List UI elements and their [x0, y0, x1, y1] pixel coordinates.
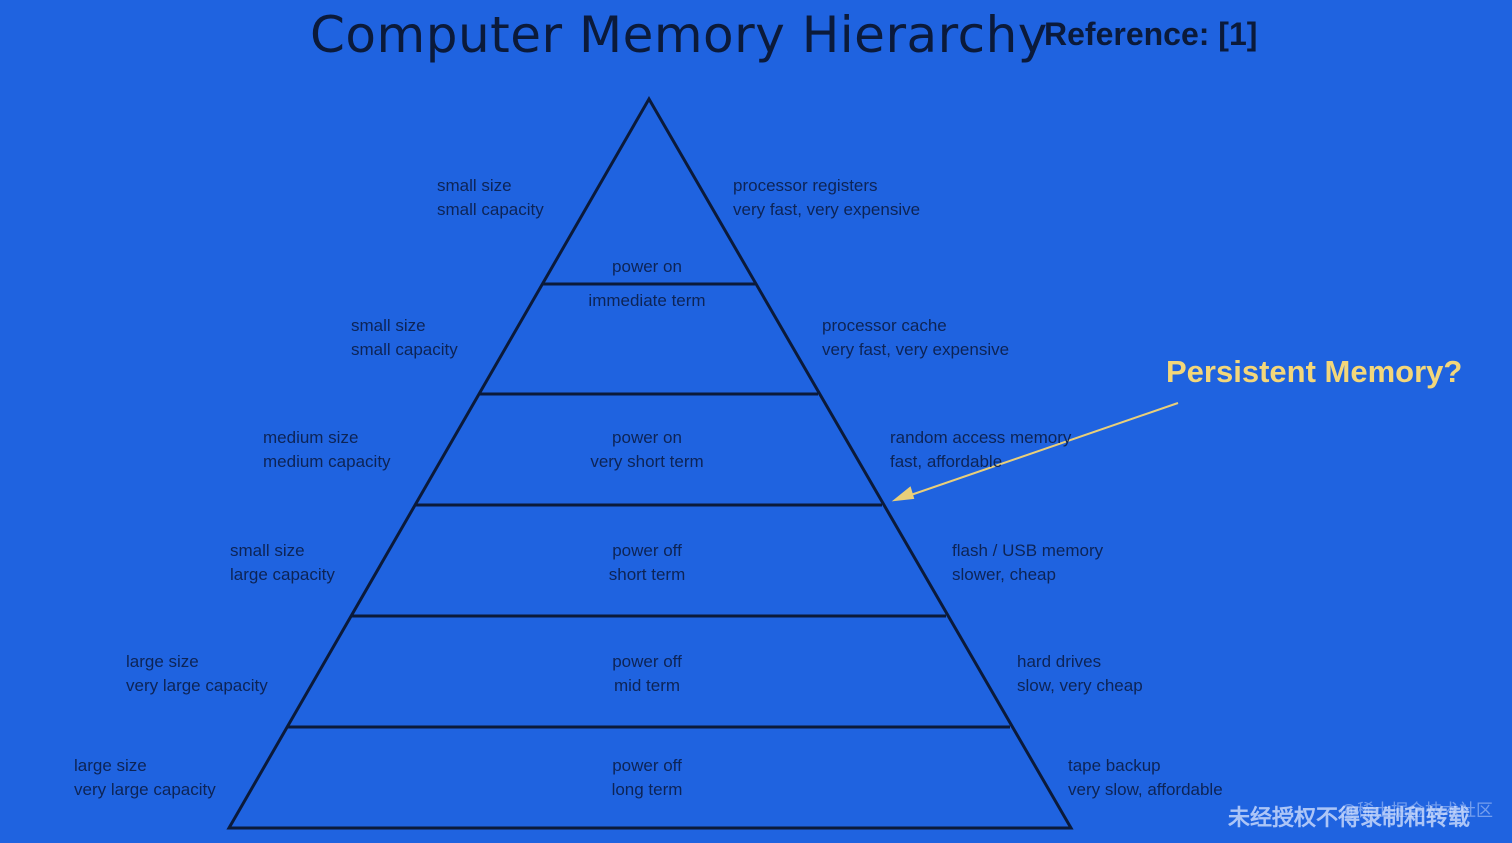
level-4-left-label: small size large capacity [230, 539, 335, 587]
level-4-center-label: power off short term [537, 539, 757, 587]
level-3-right-label: random access memory fast, affordable [890, 426, 1071, 474]
level-2-center-label: immediate term [537, 289, 757, 313]
level-1-center-label: power on [537, 255, 757, 279]
level-3-power: power on [612, 428, 682, 447]
level-4-size: small size [230, 541, 305, 560]
level-4-capacity: large capacity [230, 565, 335, 584]
level-3-type: random access memory [890, 428, 1072, 447]
level-4-right-label: flash / USB memory slower, cheap [952, 539, 1103, 587]
level-5-center-label: power off mid term [537, 650, 757, 698]
level-5-right-label: hard drives slow, very cheap [1017, 650, 1143, 698]
level-1-power: power on [612, 257, 682, 276]
callout-arrow [891, 402, 1179, 502]
level-1-type: processor registers [733, 176, 878, 195]
level-2-left-label: small size small capacity [351, 314, 458, 362]
level-5-size: large size [126, 652, 199, 671]
level-2-right-label: processor cache very fast, very expensiv… [822, 314, 1009, 362]
level-5-capacity: very large capacity [126, 676, 268, 695]
level-6-speed-cost: very slow, affordable [1068, 780, 1223, 799]
reference-note: Reference: [1] [1044, 16, 1258, 52]
level-6-term: long term [611, 780, 683, 799]
level-6-left-label: large size very large capacity [74, 754, 216, 802]
level-5-type: hard drives [1017, 652, 1102, 671]
level-2-capacity: small capacity [351, 340, 458, 359]
level-3-left-label: medium size medium capacity [263, 426, 391, 474]
persistent-memory-callout: Persistent Memory? [1166, 354, 1463, 389]
level-1-capacity: small capacity [437, 200, 544, 219]
watermark-source: @稀土掘金技术社区 [1340, 801, 1493, 821]
level-6-capacity: very large capacity [74, 780, 216, 799]
level-6-center-label: power off long term [537, 754, 757, 802]
level-3-center-label: power on very short term [537, 426, 757, 474]
level-4-speed-cost: slower, cheap [952, 565, 1056, 584]
level-1-right-label: processor registers very fast, very expe… [733, 174, 920, 222]
level-2-term: immediate term [588, 291, 706, 310]
level-2-type: processor cache [822, 316, 947, 335]
level-5-term: mid term [613, 676, 681, 695]
level-4-power: power off [612, 541, 682, 560]
level-6-size: large size [74, 756, 147, 775]
level-6-type: tape backup [1068, 756, 1161, 775]
level-5-power: power off [612, 652, 682, 671]
level-3-term: very short term [590, 452, 704, 471]
level-2-speed-cost: very fast, very expensive [822, 340, 1010, 359]
pyramid-outline [226, 96, 1074, 830]
level-6-right-label: tape backup very slow, affordable [1068, 754, 1223, 802]
level-4-term: short term [608, 565, 686, 584]
level-3-capacity: medium capacity [263, 452, 391, 471]
level-4-type: flash / USB memory [952, 541, 1104, 560]
level-2-size: small size [351, 316, 426, 335]
watermark: 未经授权不得录制和转载 [1228, 806, 1471, 831]
level-5-speed-cost: slow, very cheap [1017, 676, 1143, 695]
level-6-power: power off [612, 756, 682, 775]
level-1-speed-cost: very fast, very expensive [733, 200, 921, 219]
diagram-title: Computer Memory Hierarchy [310, 6, 1048, 64]
level-1-left-label: small size small capacity [437, 174, 544, 222]
level-3-speed-cost: fast, affordable [890, 452, 1003, 471]
level-3-size: medium size [263, 428, 359, 447]
level-1-size: small size [437, 176, 512, 195]
level-5-left-label: large size very large capacity [126, 650, 268, 698]
